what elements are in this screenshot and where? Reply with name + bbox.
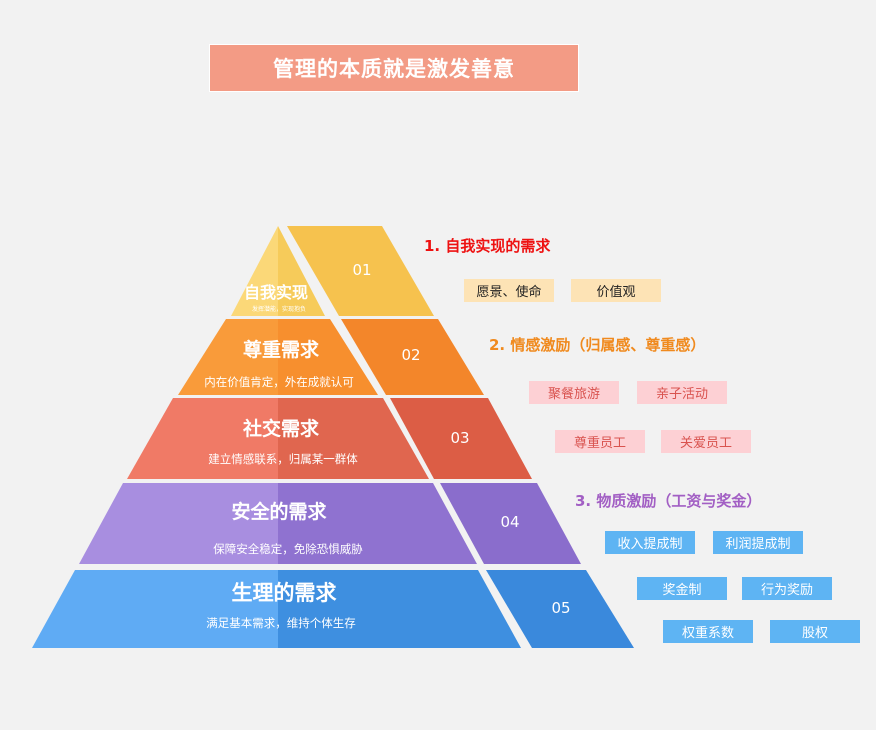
tag-income-commission: 收入提成制 <box>605 531 695 554</box>
layer-1-title: 自我实现 <box>244 283 308 302</box>
tag-profit-commission: 利润提成制 <box>713 531 803 554</box>
layer-4-right-half <box>278 483 477 564</box>
layer-1-number-block <box>287 226 434 316</box>
layer-1-right-half <box>278 226 325 316</box>
layer-5-number: 05 <box>551 599 570 617</box>
layer-5-desc: 满足基本需求，维持个体生存 <box>206 616 356 630</box>
tag-family-activity: 亲子活动 <box>637 381 727 404</box>
layer-1-number: 01 <box>352 261 371 279</box>
pyramid-layer-2: 尊重需求 内在价值肯定，外在成就认可 02 <box>178 319 484 395</box>
pyramid-layer-5: 生理的需求 满足基本需求，维持个体生存 05 <box>32 570 634 648</box>
page-title: 管理的本质就是激发善意 <box>209 44 579 92</box>
pyramid-layer-4: 安全的需求 保障安全稳定，免除恐惧威胁 04 <box>79 483 581 564</box>
layer-3-title: 社交需求 <box>242 417 320 440</box>
layer-4-title: 安全的需求 <box>231 500 327 523</box>
layer-4-desc: 保障安全稳定，免除恐惧威胁 <box>213 542 363 556</box>
pyramid-layer-3: 社交需求 建立情感联系，归属某一群体 03 <box>127 398 532 479</box>
layer-5-number-block <box>486 570 634 648</box>
layer-5-title: 生理的需求 <box>232 581 337 605</box>
layer-4-number: 04 <box>500 513 519 531</box>
pyramid-layer-1: 自我实现 发挥潜能，实现抱负 01 <box>231 226 434 316</box>
tag-equity: 股权 <box>770 620 860 643</box>
layer-2-number: 02 <box>401 346 420 364</box>
heading-material-incentive: 3. 物质激励（工资与奖金） <box>575 492 762 510</box>
layer-3-desc: 建立情感联系，归属某一群体 <box>208 452 358 466</box>
layer-1-left-half <box>231 226 278 316</box>
tag-values: 价值观 <box>571 279 661 302</box>
tag-bonus-system: 奖金制 <box>637 577 727 600</box>
layer-3-right-half <box>278 398 429 479</box>
layer-3-left-half <box>127 398 278 479</box>
layer-3-number-block <box>390 398 532 479</box>
layer-5-right-half <box>278 570 521 648</box>
tag-care-staff: 关爱员工 <box>661 430 751 453</box>
heading-self-actualization: 1. 自我实现的需求 <box>424 237 551 255</box>
layer-2-left-half <box>178 319 278 395</box>
layer-1-desc: 发挥潜能，实现抱负 <box>252 305 306 313</box>
layer-2-desc: 内在价值肯定，外在成就认可 <box>204 375 354 389</box>
tag-dinner-travel: 聚餐旅游 <box>529 381 619 404</box>
layer-4-number-block <box>440 483 581 564</box>
layer-2-right-half <box>278 319 378 395</box>
layer-2-number-block <box>341 319 484 395</box>
layer-4-left-half <box>79 483 278 564</box>
tag-behavior-reward: 行为奖励 <box>742 577 832 600</box>
tag-vision-mission: 愿景、使命 <box>464 279 554 302</box>
layer-2-title: 尊重需求 <box>243 338 320 361</box>
tag-weight-coefficient: 权重系数 <box>663 620 753 643</box>
tag-respect-staff: 尊重员工 <box>555 430 645 453</box>
heading-emotional-incentive: 2. 情感激励（归属感、尊重感） <box>489 336 706 354</box>
layer-3-number: 03 <box>450 429 469 447</box>
layer-5-left-half <box>32 570 278 648</box>
